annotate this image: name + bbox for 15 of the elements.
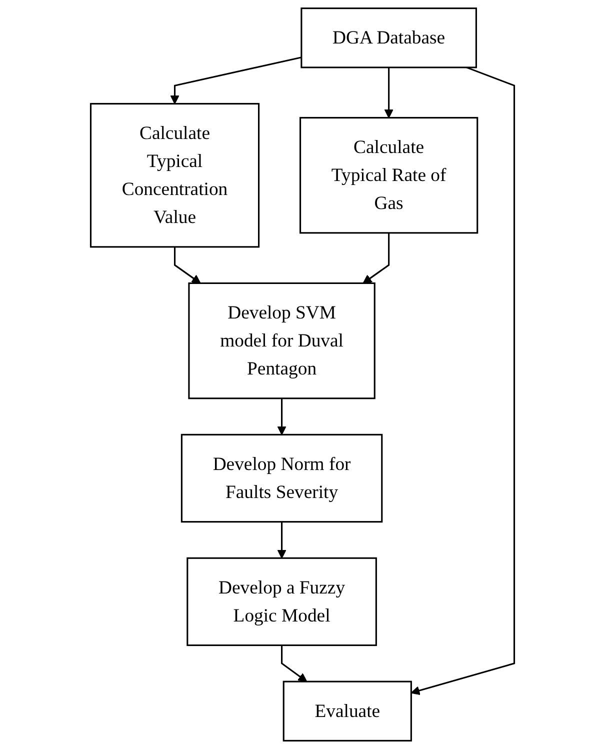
node-box bbox=[188, 282, 376, 400]
node-box bbox=[90, 102, 260, 248]
arrow bbox=[277, 398, 286, 436]
arrow bbox=[410, 66, 516, 696]
node-box bbox=[186, 557, 377, 646]
node-box bbox=[282, 680, 412, 742]
arrow bbox=[384, 67, 394, 118]
arrow bbox=[170, 56, 302, 104]
arrow bbox=[174, 246, 201, 284]
node-box bbox=[300, 8, 477, 68]
arrow bbox=[362, 232, 390, 284]
arrow bbox=[281, 645, 308, 682]
arrow bbox=[277, 522, 286, 559]
node-box bbox=[180, 434, 383, 523]
node-box bbox=[300, 116, 478, 234]
